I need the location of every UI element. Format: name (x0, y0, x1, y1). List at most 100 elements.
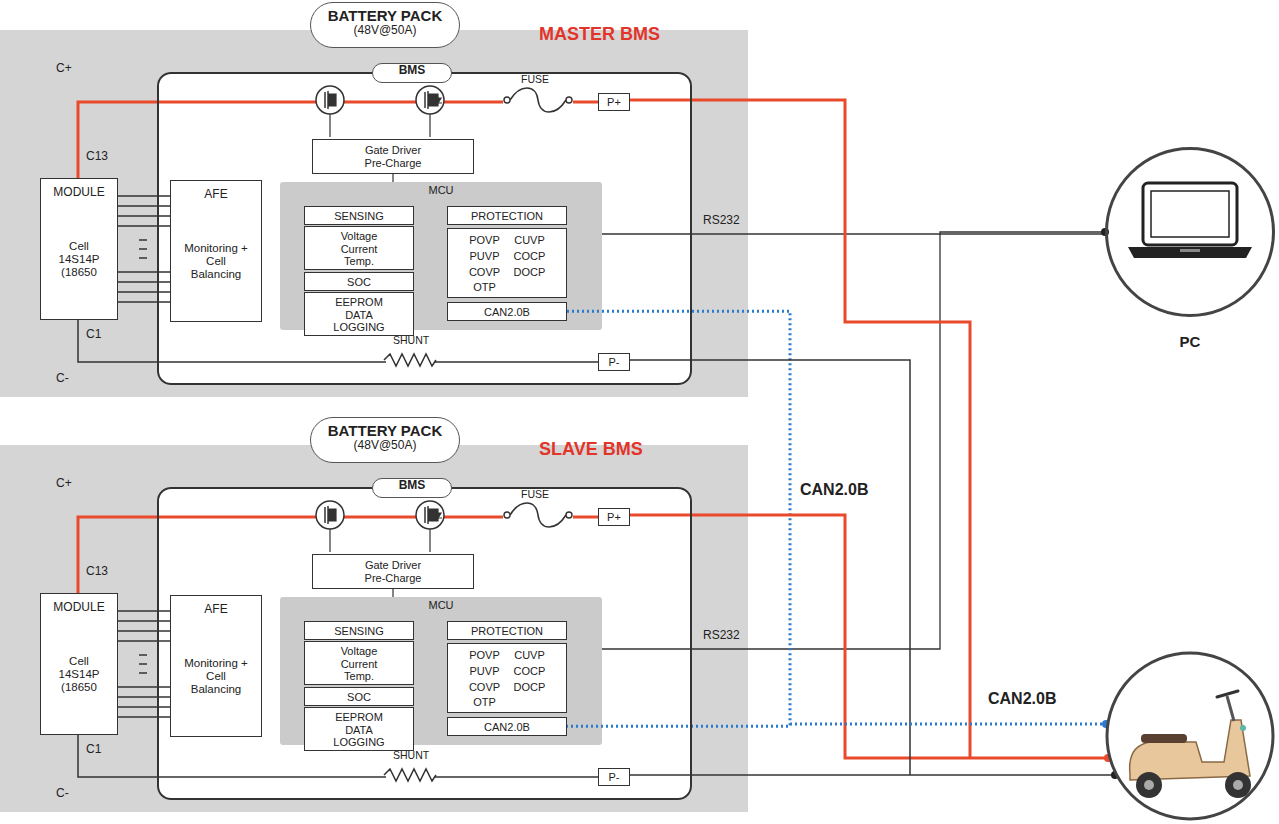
protection-code: POVP (462, 234, 507, 247)
terminal-box: P- (598, 768, 630, 786)
terminal-box: P+ (598, 93, 630, 111)
connector (602, 232, 1105, 649)
soc-box: SOC (304, 687, 414, 706)
protection-box: POVPCUVPPUVPCOCPCOVPDOCPOTP (447, 643, 567, 713)
box-label: P- (609, 771, 620, 784)
terminal-label: C+ (56, 62, 72, 76)
box-label: SOC (347, 276, 371, 289)
bms-tag: BMS (373, 479, 451, 493)
battery-pack-panel: BATTERY PACK(48V@50A)BMSSLAVE BMSAFEMoni… (0, 445, 748, 812)
box-label: SOC (347, 691, 371, 704)
ground-wire (628, 774, 1115, 776)
scooter-illustration (1130, 691, 1251, 798)
slave-pack-symbols (139, 501, 573, 783)
protection-code: PUVP (462, 665, 507, 678)
bms-role-title: MASTER BMS (539, 24, 660, 45)
laptop-notch (1180, 249, 1200, 252)
box-label: Voltage Current Temp. (334, 645, 384, 683)
protection-header: PROTECTION (447, 621, 567, 640)
cell-module: MODULECell 14S14P (18650 (40, 593, 118, 735)
box-label: Gate Driver Pre-Charge (353, 144, 433, 169)
module-title: AFE (204, 188, 227, 202)
scooter-seat (1141, 734, 1187, 743)
box-label: Gate Driver Pre-Charge (353, 559, 433, 584)
protection-code: POVP (462, 649, 507, 662)
bms-tag: BMS (373, 64, 451, 78)
module-detail: Monitoring + Cell Balancing (184, 657, 248, 697)
module-title: MODULE (53, 186, 104, 200)
cell-module: MODULE Cell 14S14P (18650 (40, 178, 118, 320)
panel-fill (0, 445, 748, 812)
box-label: PROTECTION (471, 210, 543, 223)
connector (567, 311, 790, 726)
scooter-stem (1227, 696, 1234, 721)
scooter-wheel (1136, 772, 1162, 798)
sensing-box: Voltage Current Temp. (304, 641, 414, 685)
protection-box: POVPCUVPPUVPCOCPCOVPDOCPOTP (447, 228, 567, 298)
module-title: AFE (204, 603, 227, 617)
protection-code: PUVP (462, 250, 507, 263)
protection-code: OTP (462, 281, 507, 294)
protection-code: DOCP (507, 266, 552, 279)
box-label: PROTECTION (471, 625, 543, 638)
box-label: SENSING (334, 625, 384, 638)
box-label: CAN2.0B (484, 306, 530, 319)
tap-label: C13 (86, 150, 108, 164)
connector (602, 233, 1105, 234)
terminal-label: C- (56, 372, 69, 386)
box-label: P+ (607, 511, 621, 524)
sensing-box: Voltage Current Temp. (304, 226, 414, 270)
mcu-block: MCUSENSINGVoltage Current Temp.SOCEEPROM… (280, 182, 602, 330)
protection-code: CUVP (507, 649, 552, 662)
sensing-header: SENSING (304, 206, 414, 225)
mcu-title: MCU (280, 184, 602, 197)
fuse-label: FUSE (521, 488, 549, 500)
scooter-light (1240, 725, 1246, 731)
box-label: P+ (607, 96, 621, 109)
master-pack-symbols (139, 86, 573, 368)
can-box: CAN2.0B (447, 717, 567, 736)
module-detail: Monitoring + Cell Balancing (184, 242, 248, 282)
connector (392, 589, 393, 597)
can-bus-wire (790, 723, 1106, 726)
shunt-label: SHUNT (393, 749, 429, 761)
bus-label: CAN2.0B (800, 481, 868, 499)
ground-wire (628, 360, 910, 775)
module-detail: Cell 14S14P (18650 (53, 655, 105, 695)
scooter-wheel (1225, 772, 1251, 798)
panel-fill (157, 72, 692, 385)
soc-box: SOC (304, 272, 414, 291)
laptop-icon (1128, 183, 1252, 258)
laptop-display (1151, 191, 1229, 237)
panel-fill (157, 487, 692, 800)
pack-title: BATTERY PACK (311, 422, 459, 439)
box-label: SENSING (334, 210, 384, 223)
pack-rating: (48V@50A) (311, 24, 459, 38)
tap-label: C13 (86, 565, 108, 579)
afe-block: AFE Monitoring + Cell Balancing (170, 180, 262, 322)
power-wire (628, 100, 970, 758)
tap-label: C1 (86, 328, 101, 342)
scooter-circle (1107, 653, 1273, 819)
fuse-label: FUSE (521, 73, 549, 85)
bms-pill: BMS (372, 63, 452, 83)
signal-label: RS232 (703, 214, 740, 228)
connector (78, 102, 598, 178)
terminal-box: P+ (598, 508, 630, 526)
power-wire (628, 515, 1108, 758)
module-detail: Cell 14S14P (18650 (53, 240, 105, 280)
gate-driver-box: Gate Driver Pre-Charge (312, 554, 474, 589)
protection-code: COCP (507, 250, 552, 263)
bms-role-title: SLAVE BMS (539, 439, 643, 460)
box-label: EEPROM DATA LOGGING (321, 711, 397, 749)
scooter-hub (1144, 780, 1154, 790)
scooter-handlebar (1217, 691, 1238, 697)
protection-header: PROTECTION (447, 206, 567, 225)
gate-driver-box: Gate Driver Pre-Charge (312, 139, 474, 174)
box-label: EEPROM DATA LOGGING (321, 296, 397, 334)
box-label: P- (609, 356, 620, 369)
laptop-base (1128, 247, 1252, 258)
title-pill: BATTERY PACK(48V@50A) (310, 2, 460, 48)
protection-code: CUVP (507, 234, 552, 247)
